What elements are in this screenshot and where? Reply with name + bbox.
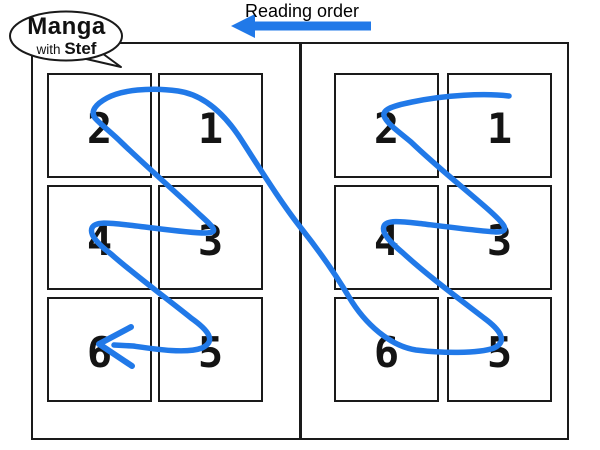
reading-order-label: Reading order	[244, 1, 360, 21]
left-panel-3: 3	[158, 185, 263, 290]
panel-number: 5	[197, 327, 224, 377]
page-spine-divider	[299, 42, 302, 439]
left-panel-1: 1	[158, 73, 263, 178]
left-panel-4: 4	[47, 185, 152, 290]
panel-number: 2	[86, 103, 113, 153]
left-panel-2: 2	[47, 73, 152, 178]
right-panel-6: 6	[334, 297, 439, 402]
panel-number: 5	[486, 327, 513, 377]
panel-number: 4	[86, 215, 113, 265]
panel-number: 3	[197, 215, 224, 265]
panel-number: 6	[86, 327, 113, 377]
panel-number: 6	[373, 327, 400, 377]
right-panel-2: 2	[334, 73, 439, 178]
panel-number: 2	[373, 103, 400, 153]
panel-number: 4	[373, 215, 400, 265]
right-panel-1: 1	[447, 73, 552, 178]
panel-number: 1	[197, 103, 224, 153]
right-panel-3: 3	[447, 185, 552, 290]
right-panel-5: 5	[447, 297, 552, 402]
panel-number: 1	[486, 103, 513, 153]
panel-number: 3	[486, 215, 513, 265]
left-panel-5: 5	[158, 297, 263, 402]
left-panel-6: 6	[47, 297, 152, 402]
brand-title: Manga	[27, 13, 106, 40]
right-panel-4: 4	[334, 185, 439, 290]
